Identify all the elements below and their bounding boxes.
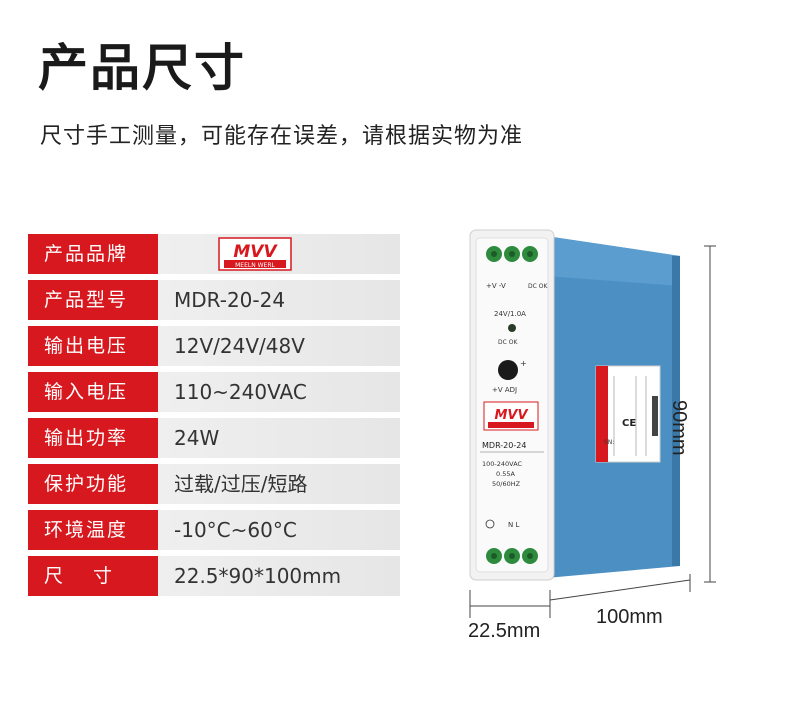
spec-row-temperature: 环境温度 -10°C~60°C <box>28 510 400 550</box>
top-terminals <box>486 246 538 262</box>
spec-label: 产品型号 <box>28 280 158 320</box>
spec-row-model: 产品型号 MDR-20-24 <box>28 280 400 320</box>
device-rating: 24V/1.0A <box>494 310 526 318</box>
svg-text:MEELN WERL: MEELN WERL <box>235 262 275 269</box>
power-supply-image: +V -V DC OK 24V/1.0A DC OK + +V ADJ MVV … <box>469 229 680 581</box>
bottom-terminals <box>486 548 538 564</box>
spec-label: 环境温度 <box>28 510 158 550</box>
spec-label: 输入电压 <box>28 372 158 412</box>
spec-row-protection: 保护功能 过载/过压/短路 <box>28 464 400 504</box>
svg-text:MVV: MVV <box>233 242 278 262</box>
dimension-depth-label: 100mm <box>596 606 663 628</box>
spec-row-output-power: 输出功率 24W <box>28 418 400 458</box>
device-input-line1: 100-240VAC <box>482 460 523 468</box>
dc-ok-led <box>508 324 516 332</box>
device-terminal-bottom-label: N L <box>508 521 519 529</box>
spec-value: 12V/24V/48V <box>174 334 305 358</box>
brand-logo: MVV MEELN WERL <box>218 237 292 271</box>
device-sn-label: SN: <box>604 439 614 446</box>
device-terminal-top-label: +V -V <box>486 282 506 290</box>
spec-value: -10°C~60°C <box>174 518 297 542</box>
dimension-height-label: 90mm <box>668 400 690 456</box>
dimension-width-label: 22.5mm <box>468 620 541 642</box>
device-ce-mark: CE <box>622 418 636 429</box>
spec-value: 过载/过压/短路 <box>174 472 308 496</box>
svg-text:+: + <box>520 359 527 368</box>
device-input-line3: 50/60HZ <box>492 480 521 488</box>
adjust-knob <box>498 360 518 380</box>
spec-value: 22.5*90*100mm <box>174 564 342 588</box>
device-input-line2: 0.55A <box>496 470 515 478</box>
spec-label: 输出功率 <box>28 418 158 458</box>
spec-table: 产品品牌 MVV MEELN WERL 产品型号 MDR-20-24 输出电压 … <box>28 234 400 602</box>
spec-label: 尺寸 <box>28 556 158 596</box>
svg-text:MVV: MVV <box>494 408 528 423</box>
spec-value: MDR-20-24 <box>174 288 286 312</box>
side-label: CE <box>595 365 661 463</box>
spec-row-output-voltage: 输出电压 12V/24V/48V <box>28 326 400 366</box>
device-dcok-label: DC OK <box>498 339 518 346</box>
spec-value: 110~240VAC <box>174 380 307 404</box>
spec-row-brand: 产品品牌 MVV MEELN WERL <box>28 234 400 274</box>
spec-label: 保护功能 <box>28 464 158 504</box>
device-adj-label: +V ADJ <box>492 386 517 394</box>
device-model: MDR-20-24 <box>482 441 526 450</box>
ground-icon <box>485 519 495 529</box>
spec-label: 输出电压 <box>28 326 158 366</box>
spec-row-dimensions: 尺寸 22.5*90*100mm <box>28 556 400 596</box>
spec-row-input-voltage: 输入电压 110~240VAC <box>28 372 400 412</box>
spec-value: 24W <box>174 426 220 450</box>
page-title: 产品尺寸 <box>38 39 246 97</box>
page-subtitle: 尺寸手工测量，可能存在误差，请根据实物为准 <box>40 124 524 149</box>
device-dcok-top-label: DC OK <box>528 283 548 290</box>
spec-label: 产品品牌 <box>28 234 158 274</box>
